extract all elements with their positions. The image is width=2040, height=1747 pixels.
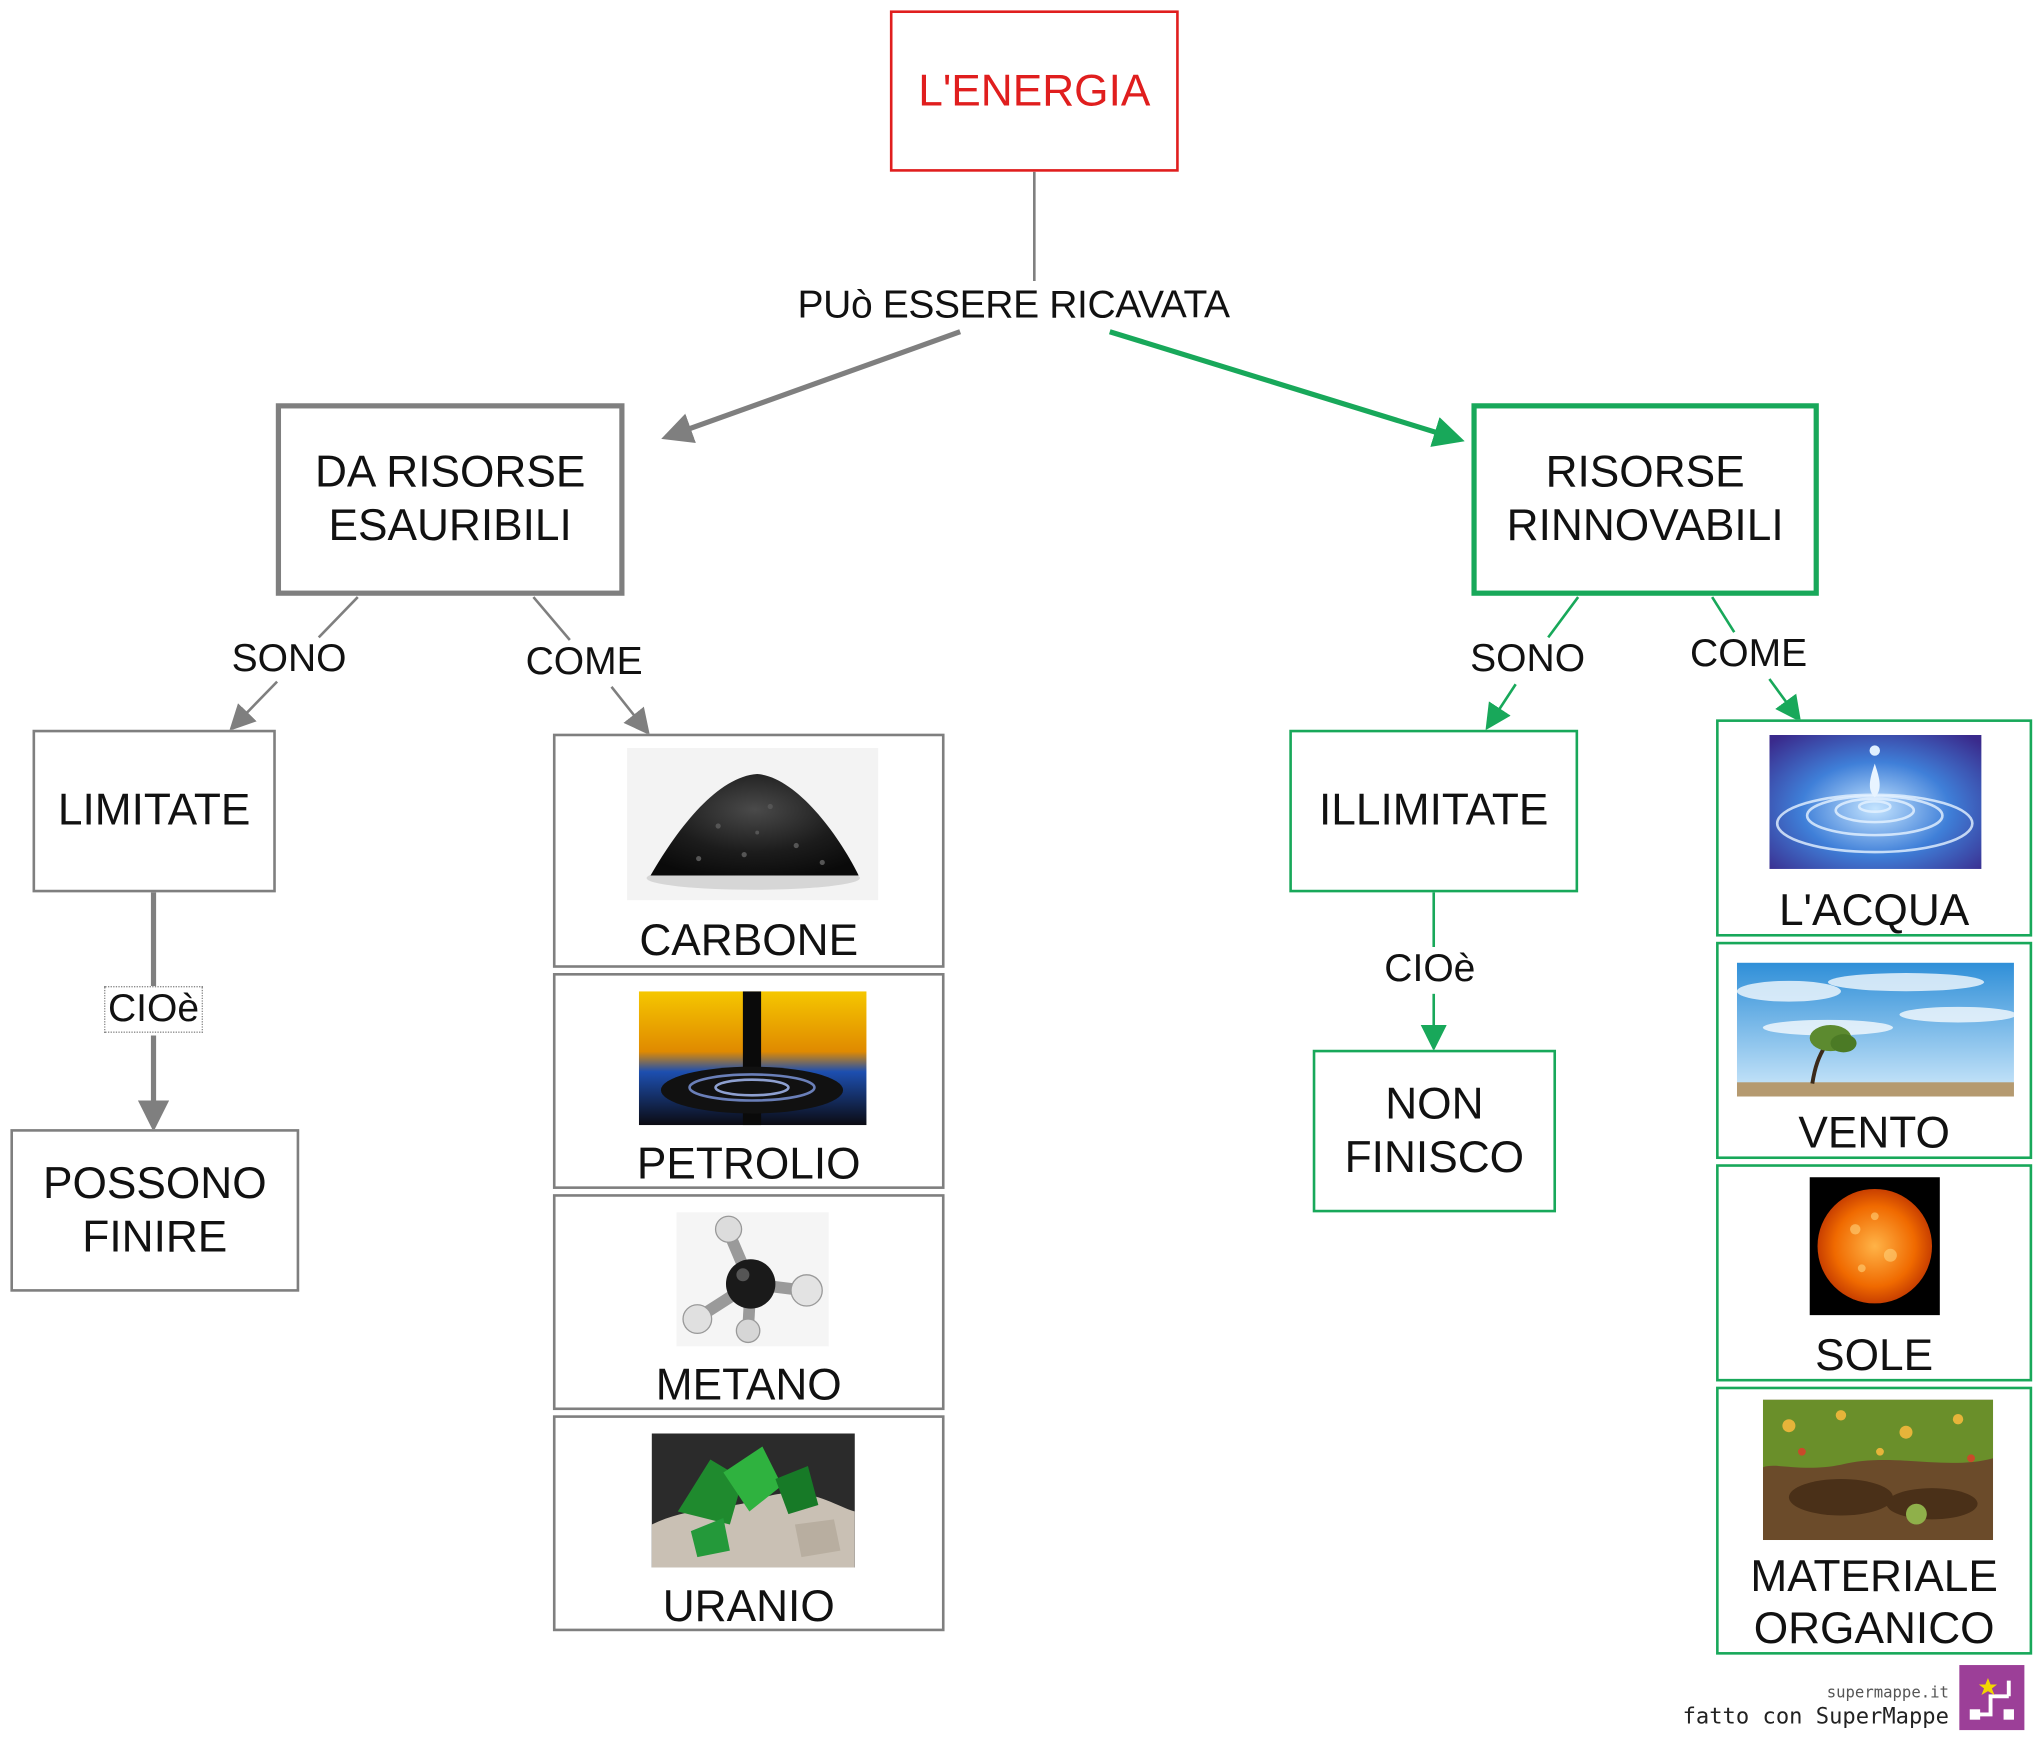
limited-label: LIMITATE	[57, 785, 251, 836]
example-label-acqua: L'ACQUA	[1778, 885, 1970, 936]
link-label-cioe-left: CIOè	[104, 986, 203, 1033]
arrow-come-right	[1768, 678, 1802, 723]
exhaustible-node[interactable]: DA RISORSE ESAURIBILI	[275, 403, 625, 596]
root-node[interactable]: L'ENERGIA	[889, 10, 1179, 172]
example-label-uranio: URANIO	[662, 1581, 835, 1632]
example-label-sole: SOLE	[1815, 1330, 1934, 1381]
example-card-carbone[interactable]: CARBONE	[552, 733, 945, 968]
coal-pile-image	[627, 747, 879, 901]
can-end-node[interactable]: POSSONO FINIRE	[10, 1129, 300, 1292]
example-card-acqua[interactable]: L'ACQUA	[1716, 719, 2033, 937]
never-end-node[interactable]: NON FINISCO	[1312, 1049, 1557, 1213]
never-end-label: NON FINISCO	[1344, 1079, 1525, 1182]
oil-drop-image	[638, 991, 867, 1126]
footer-credit: fatto con SuperMappe	[1682, 1704, 1949, 1731]
methane-molecule-image	[676, 1212, 829, 1347]
windy-sky-tree-image	[1736, 962, 2014, 1097]
example-card-sole[interactable]: SOLE	[1716, 1164, 2033, 1382]
arrow-come-left	[610, 686, 650, 736]
example-label-organico: MATERIALE ORGANICO	[1750, 1551, 1998, 1654]
example-card-organico[interactable]: MATERIALE ORGANICO	[1716, 1386, 2033, 1655]
supermappe-logo-icon[interactable]	[1959, 1665, 2025, 1731]
footer-branding: supermappe.it fatto con SuperMappe	[1683, 1662, 2030, 1735]
uranium-mineral-image	[651, 1433, 855, 1568]
arrow-sono-left	[229, 680, 279, 731]
example-card-metano[interactable]: METANO	[552, 1194, 945, 1411]
example-card-uranio[interactable]: URANIO	[552, 1415, 945, 1632]
root-title: L'ENERGIA	[918, 65, 1151, 116]
link-label-main: PUò ESSERE RICAVATA	[797, 283, 1230, 327]
arrow-sono-right	[1485, 683, 1517, 731]
exhaustible-title: DA RISORSE ESAURIBILI	[314, 447, 586, 551]
unlimited-node[interactable]: ILLIMITATE	[1289, 729, 1579, 893]
renewable-node[interactable]: RISORSE RINNOVABILI	[1471, 403, 1819, 596]
example-label-metano: METANO	[655, 1360, 842, 1411]
can-end-label: POSSONO FINIRE	[42, 1158, 267, 1262]
renewable-title: RISORSE RINNOVABILI	[1506, 447, 1784, 551]
example-label-petrolio: PETROLIO	[636, 1139, 861, 1189]
example-card-vento[interactable]: VENTO	[1716, 941, 2033, 1160]
link-label-sono-right: SONO	[1470, 637, 1586, 681]
link-label-sono-left: SONO	[231, 637, 347, 681]
limited-node[interactable]: LIMITATE	[32, 729, 276, 893]
link-label-come-right: COME	[1690, 632, 1808, 676]
link-label-come-left: COME	[525, 640, 643, 683]
example-label-vento: VENTO	[1798, 1108, 1950, 1158]
arrow-to-renewable	[1109, 329, 1465, 447]
unlimited-label: ILLIMITATE	[1319, 785, 1549, 836]
water-drop-image	[1769, 734, 1982, 869]
footer-site: supermappe.it	[1826, 1683, 1949, 1702]
example-card-petrolio[interactable]: PETROLIO	[552, 973, 945, 1189]
sun-image	[1809, 1177, 1940, 1316]
example-label-carbone: CARBONE	[639, 915, 859, 966]
compost-image	[1762, 1399, 1994, 1541]
arrow-to-exhaustible	[661, 329, 962, 443]
link-label-cioe-right: CIOè	[1384, 946, 1476, 990]
